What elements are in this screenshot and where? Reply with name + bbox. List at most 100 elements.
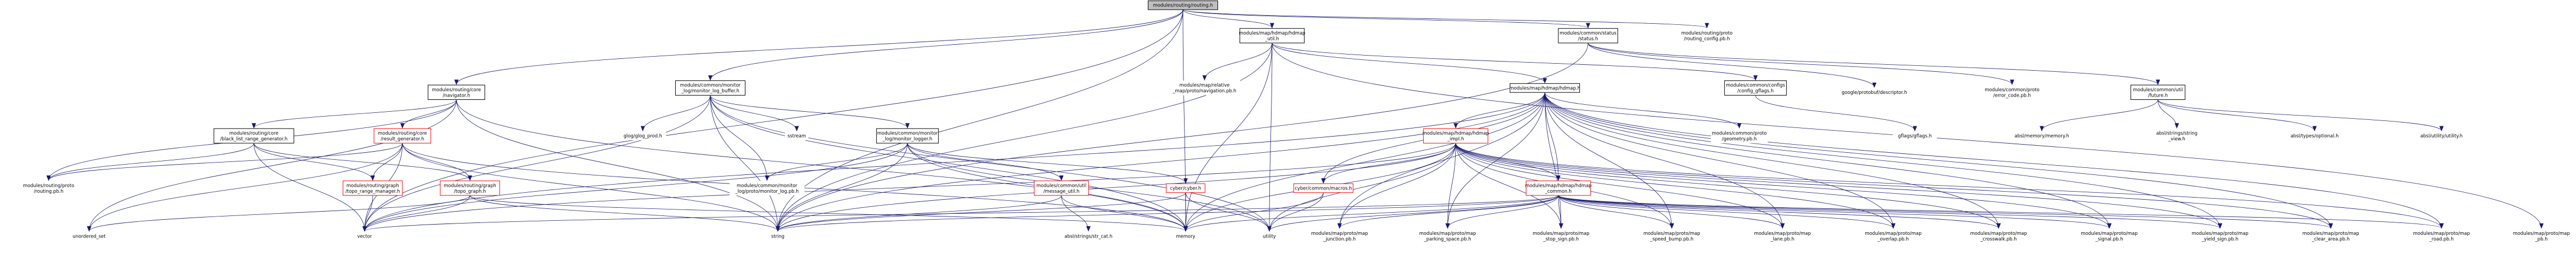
node-string[interactable]: string [767, 231, 789, 241]
node-label: modules/common/configs [1726, 83, 1785, 89]
edge-root-to-string [776, 9, 1183, 232]
node-label: absl/strings/string [2156, 131, 2197, 136]
edge-hdmap_h-to-vector [362, 92, 1545, 232]
node-descriptor[interactable]: google/protobuf/descriptor.h [1835, 87, 1913, 97]
node-overlap[interactable]: modules/map/proto/map_overlap.pb.h [1864, 228, 1923, 243]
node-label: modules/routing/routing.h [1153, 3, 1213, 9]
node-yield[interactable]: modules/map/proto/map_yield_sign.pb.h [2190, 228, 2250, 243]
node-label: cyber/common/macros.h [1295, 186, 1352, 192]
node-result_gen[interactable]: modules/routing/core/result_generator.h [373, 128, 432, 144]
node-monitor_log_pb[interactable]: modules/common/monitor_log/proto/monitor… [729, 180, 805, 195]
node-hdmap_util[interactable]: modules/map/hdmap/hdmap_util.h [1239, 28, 1306, 44]
edge-future-to-string_view [2157, 99, 2179, 129]
node-box [1677, 28, 1737, 43]
node-label: modules/common/proto [1985, 87, 2039, 93]
edge-root-to-routing_config [1182, 9, 1709, 29]
edge-monitor_logger-to-monitor_log_pb [765, 143, 908, 181]
node-memory[interactable]: memory [1175, 231, 1196, 241]
node-label: modules/map/hdmap/hdmap [1525, 183, 1591, 188]
node-utility[interactable]: utility [1257, 231, 1281, 241]
node-label: modules/map/proto/map [2302, 231, 2359, 236]
node-box [767, 231, 789, 241]
node-label: /config_gflags.h [1738, 89, 1774, 94]
edge-message_util-to-memory [1061, 195, 1188, 232]
node-signal[interactable]: modules/map/proto/map_signal.pb.h [2080, 228, 2139, 243]
node-label: modules/routing/core [432, 87, 481, 93]
node-hdmap_impl[interactable]: modules/map/hdmap/hdmap_impl.h [1422, 128, 1489, 144]
node-label: _lane.pb.h [1770, 237, 1794, 242]
node-box [70, 231, 109, 241]
edge-blacklist-to-vector [253, 143, 367, 232]
node-lane[interactable]: modules/map/proto/map_lane.pb.h [1753, 228, 1812, 243]
node-configs[interactable]: modules/common/configs/config_gflags.h [1724, 80, 1787, 96]
node-routing_config[interactable]: modules/routing/proto/routing_config.pb.… [1677, 28, 1737, 43]
edge-future-to-absl_utility [2157, 99, 2444, 132]
edge-hdmap_h-to-speed_bump [1544, 92, 1674, 229]
edge-hdmap_impl-to-vector [362, 143, 1456, 232]
node-navigator[interactable]: modules/routing/core/navigator.h [427, 85, 486, 100]
node-message_util[interactable]: modules/common/util/message_util.h [1034, 180, 1089, 196]
node-status[interactable]: modules/common/status/status.h [1558, 28, 1618, 44]
node-pb_h[interactable]: modules/map/proto/map_pb.h [2512, 228, 2571, 243]
node-absl_utility[interactable]: absl/utility/utility.h [2410, 131, 2473, 140]
node-optional[interactable]: absl/types/optional.h [2285, 131, 2344, 140]
edge-status-to-error_code [1588, 43, 2014, 85]
node-geometry[interactable]: modules/common/proto/geometry.pb.h [1711, 128, 1768, 144]
node-vector[interactable]: vector [354, 231, 375, 241]
edge-hdmap_impl-to-yield [1455, 143, 2222, 229]
node-blacklist[interactable]: modules/routing/core/black_list_range_ge… [213, 128, 294, 144]
node-routing_pb[interactable]: modules/routing/proto/routing.pb.h [19, 180, 78, 195]
node-root[interactable]: modules/routing/routing.h [1148, 0, 1218, 10]
node-stop_sign[interactable]: modules/map/proto/map_stop_sign.pb.h [1531, 228, 1591, 243]
node-box [675, 80, 745, 96]
node-label: _log/monitor_logger.h [882, 137, 932, 142]
node-clear_area[interactable]: modules/map/proto/map_clear_area.pb.h [2301, 228, 2360, 243]
node-label: /topo_range_manager.h [346, 189, 400, 194]
node-glog[interactable]: glog/glog_prod.h [619, 131, 667, 140]
edge-hdmap_common-to-speed_bump [1558, 195, 1674, 229]
edge-status-to-string [776, 43, 1589, 232]
node-gflags[interactable]: gflags/gflags.h [1893, 131, 1937, 140]
node-box [1148, 0, 1218, 10]
node-str_cat[interactable]: absl/strings/str_cat.h [1057, 231, 1120, 241]
node-crosswalk[interactable]: modules/map/proto/map_crosswalk.pb.h [1969, 228, 2028, 243]
node-topo_range_mgr[interactable]: modules/routing/graph/topo_range_manager… [342, 180, 403, 196]
node-speed_bump[interactable]: modules/map/proto/map_speed_bump.pb.h [1642, 228, 1701, 243]
node-box [1166, 183, 1206, 193]
node-box [2301, 228, 2360, 243]
node-log_buffer[interactable]: modules/common/monitor_log/monitor_log_b… [675, 80, 745, 96]
node-hdmap_h[interactable]: modules/map/hdmap/hdmap.h [1509, 83, 1580, 93]
node-label: modules/map/proto/map [1643, 231, 1700, 236]
node-box [2285, 131, 2344, 140]
node-monitor_logger[interactable]: modules/common/monitor_log/monitor_logge… [876, 128, 939, 144]
node-sstream[interactable]: sstream [785, 131, 809, 140]
node-relative_map[interactable]: modules/map/relative_map/proto/navigatio… [1168, 80, 1241, 96]
node-future[interactable]: modules/common/util/future.h [2130, 85, 2185, 100]
edge-result_gen-to-topo_graph [402, 143, 472, 181]
node-junction[interactable]: modules/map/proto/map_junction.pb.h [1310, 228, 1369, 243]
edge-root-to-memory [1182, 9, 1188, 232]
node-label: google/protobuf/descriptor.h [1841, 90, 1907, 96]
node-label: _junction.pb.h [1323, 237, 1356, 242]
node-label: modules/routing/graph [346, 183, 399, 188]
node-box [1969, 228, 2028, 243]
node-unordered_set[interactable]: unordered_set [70, 231, 109, 241]
node-string_view[interactable]: absl/strings/string_view.h [2149, 128, 2204, 144]
edge-hdmap_common-to-yield [1558, 195, 2222, 229]
node-road[interactable]: modules/map/proto/map_road.pb.h [2412, 228, 2471, 243]
node-topo_graph[interactable]: modules/routing/graph/topo_graph.h [440, 180, 500, 196]
node-label: /navigator.h [443, 93, 470, 98]
node-error_code[interactable]: modules/common/proto/error_code.pb.h [1983, 85, 2041, 100]
edge-hdmap_util-to-string [776, 43, 1273, 232]
edge-root-to-vector [362, 9, 1183, 232]
node-label: utility [1263, 234, 1276, 239]
node-hdmap_common[interactable]: modules/map/hdmap/hdmap_common.h [1525, 180, 1592, 196]
node-box [1168, 80, 1241, 96]
node-abseil_memory[interactable]: absl/memory/memory.h [2013, 131, 2070, 140]
node-parking[interactable]: modules/map/proto/map_parking_space.pb.h [1418, 228, 1477, 243]
node-box [19, 180, 78, 195]
node-cyber[interactable]: cyber/cyber.h [1166, 183, 1206, 193]
node-label: modules/map/proto/map [1532, 231, 1589, 236]
edge-hdmap_h-to-hdmap_impl [1454, 92, 1545, 129]
node-macros[interactable]: cyber/common/macros.h [1293, 183, 1354, 193]
